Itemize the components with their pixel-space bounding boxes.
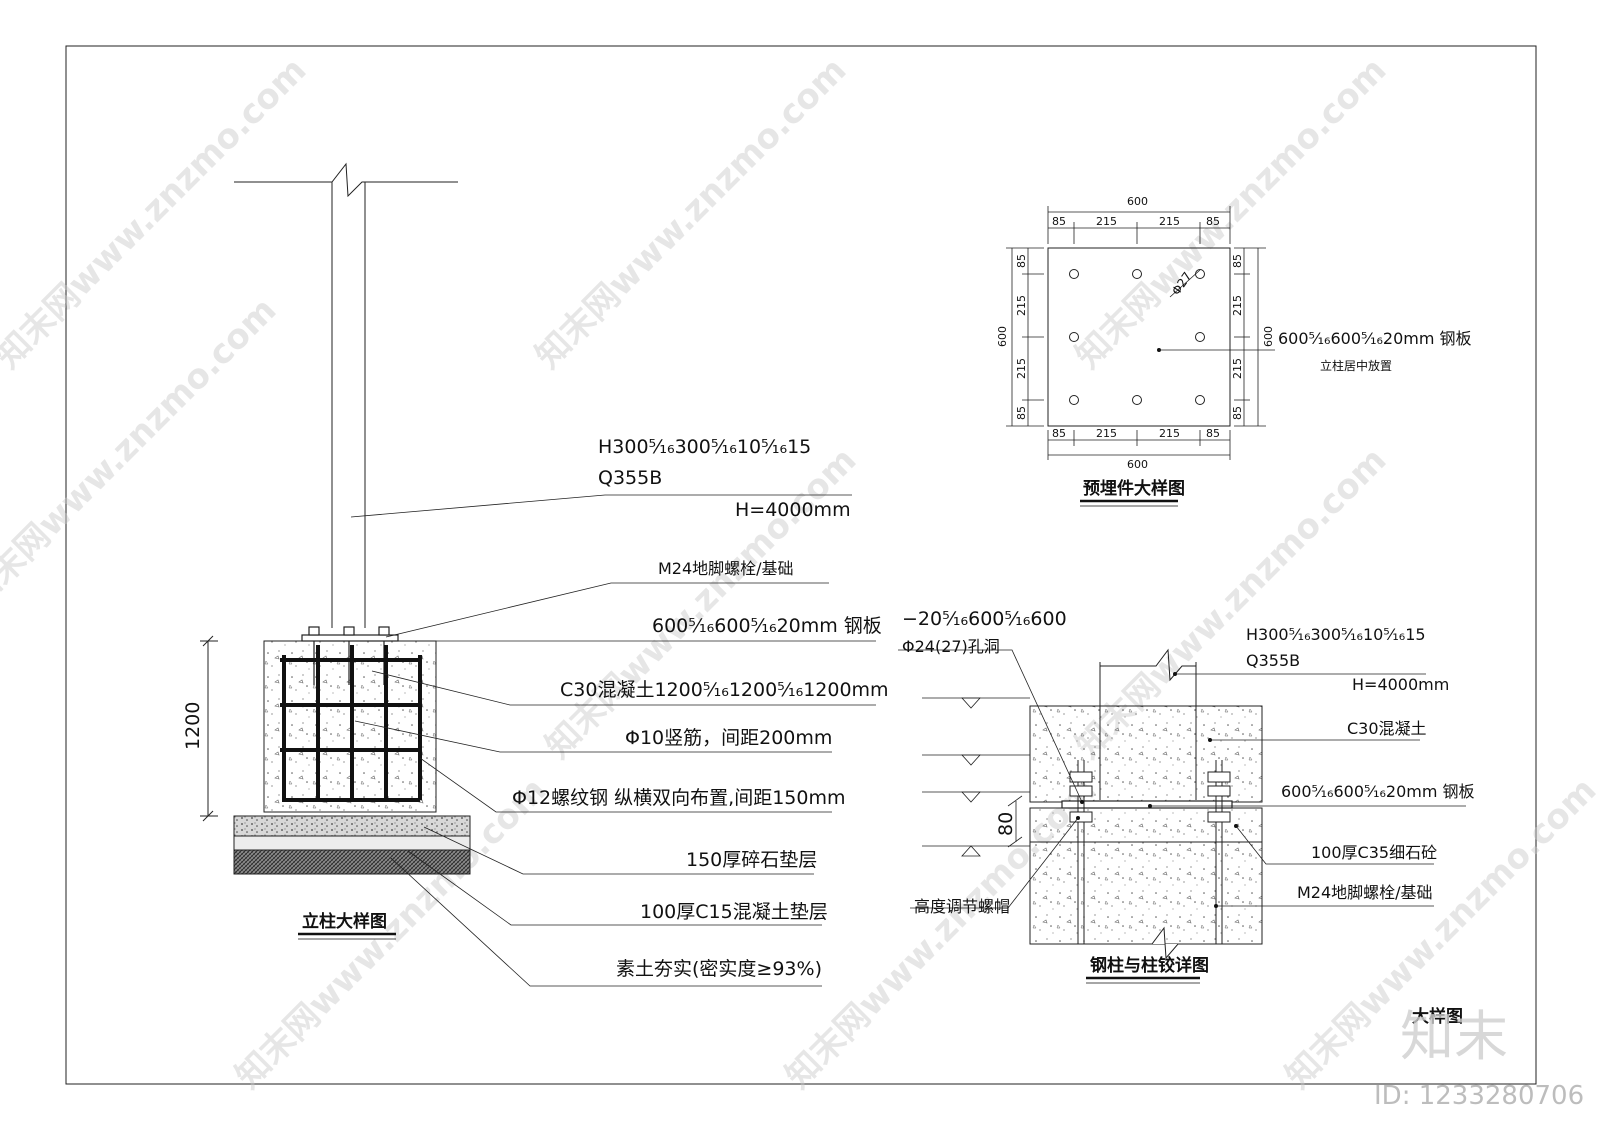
embed-bottom-seg-1: 85: [1052, 427, 1066, 440]
rebar-cage: [280, 645, 422, 802]
hinge-bottom-break: [1030, 926, 1262, 960]
hinge-anchor-bolt-label: M24地脚螺栓/基础: [1297, 883, 1433, 902]
height-dimension-label: 1200: [182, 702, 204, 750]
embed-dims-top: [1047, 206, 1231, 244]
hinge-plate-spec: −20⁵⁄₁₆600⁵⁄₁₆600: [902, 608, 1067, 630]
c15-layer: [233, 835, 471, 851]
watermark-5: 知末网www.znzmo.com: [538, 440, 864, 766]
embed-plate-label: 600⁵⁄₁₆600⁵⁄₁₆20mm 钢板: [1278, 329, 1472, 348]
embed-plate-outline: [1047, 247, 1231, 427]
sheet-title: 大样图: [1412, 1006, 1463, 1027]
embed-dims-right: [1234, 247, 1266, 427]
base-plate: [301, 634, 399, 642]
column-section-line1: H300⁵⁄₁₆300⁵⁄₁₆10⁵⁄₁₆15: [598, 436, 811, 458]
column-soil-label: 素土夯实(密实度≥93%): [616, 958, 822, 980]
column-detail: 1200 H300⁵⁄₁₆300⁵⁄₁₆10⁵⁄₁₆15 Q355B H=400…: [182, 162, 889, 987]
embed-top-seg-2: 215: [1096, 215, 1117, 228]
embed-right-seg-4: 85: [1231, 406, 1244, 420]
watermark-2: 知末网www.znzmo.com: [528, 50, 854, 376]
embed-right-seg-2: 215: [1231, 295, 1244, 316]
level-marks: [922, 697, 1030, 857]
hinge-break-line: [1100, 648, 1196, 682]
column-steel-plate-label: 600⁵⁄₁₆600⁵⁄₁₆20mm 钢板: [652, 615, 882, 637]
watermarks: 知末网www.znzmo.com 知末网www.znzmo.com 知末网www…: [0, 50, 1600, 1096]
hinge-hole-spec: Φ24(27)孔洞: [902, 637, 1000, 656]
embed-left-seg-1: 85: [1015, 254, 1028, 268]
embed-left-total: 600: [996, 326, 1009, 347]
hinge-80-dimension: [1007, 795, 1023, 848]
sheet-id: ID: 1233280706: [1374, 1081, 1584, 1111]
hinge-concrete-lower: [1029, 841, 1263, 945]
hinge-detail-title: 钢柱与柱铰详图: [1090, 955, 1209, 976]
hinge-detail: 80 −20⁵⁄₁₆600⁵⁄₁₆600 Φ24(27)孔洞 H300⁵⁄₁₆3…: [898, 608, 1475, 984]
soil-layer: [233, 849, 471, 875]
column-section-line3: H=4000mm: [735, 499, 851, 521]
hinge-fine-concrete-label: 100厚C35细石砼: [1311, 843, 1437, 862]
hinge-steel-plate-label: 600⁵⁄₁₆600⁵⁄₁₆20mm 钢板: [1281, 782, 1475, 801]
embed-bottom-seg-3: 215: [1159, 427, 1180, 440]
embed-top-seg-4: 85: [1206, 215, 1220, 228]
height-dimension: [200, 635, 218, 822]
hinge-concrete-label: C30混凝土: [1347, 719, 1427, 738]
embed-plate-note: 立柱居中放置: [1320, 358, 1392, 373]
hinge-section-line2: Q355B: [1246, 651, 1300, 670]
sheet-border: [65, 45, 1537, 1085]
embed-detail: Φ27 600⁵⁄₁₆600⁵⁄₁₆20mm 钢板 立柱居中放置 600 85 …: [996, 195, 1472, 507]
embed-left-seg-3: 215: [1015, 358, 1028, 379]
embed-bottom-seg-2: 215: [1096, 427, 1117, 440]
hinge-section-line1: H300⁵⁄₁₆300⁵⁄₁₆10⁵⁄₁₆15: [1246, 625, 1426, 644]
leader-lines: [350, 494, 876, 987]
break-line: [234, 162, 458, 198]
watermark-3: 知末网www.znzmo.com: [1068, 50, 1394, 376]
hinge-nut-label: 高度调节螺帽: [914, 897, 1010, 916]
embed-left-seg-2: 215: [1015, 295, 1028, 316]
hinge-plate: [1061, 800, 1233, 809]
bolt-holes: [1069, 269, 1205, 405]
column-vertical-rebar-label: Φ10竖筋，间距200mm: [625, 727, 832, 749]
column-gravel-label: 150厚碎石垫层: [686, 849, 817, 871]
gravel-layer: [233, 815, 471, 837]
column-rebar-mesh-label: Φ12螺纹钢 纵横双向布置,间距150mm: [512, 787, 846, 809]
embed-top-total: 600: [1127, 195, 1148, 208]
embed-detail-title: 预埋件大样图: [1083, 478, 1185, 499]
hinge-bolts: [1069, 760, 1231, 944]
column-section-line2: Q355B: [598, 467, 662, 489]
hinge-leaders: [898, 649, 1466, 909]
embed-top-seg-3: 215: [1159, 215, 1180, 228]
embed-left-seg-4: 85: [1015, 406, 1028, 420]
embed-right-seg-1: 85: [1231, 254, 1244, 268]
embed-top-seg-1: 85: [1052, 215, 1066, 228]
embed-bottom-total: 600: [1127, 458, 1148, 471]
hole-leader: [1169, 269, 1201, 298]
embed-bottom-seg-4: 85: [1206, 427, 1220, 440]
hinge-80-label: 80: [995, 812, 1017, 836]
column-anchor-bolt-label: M24地脚螺栓/基础: [658, 559, 794, 578]
embed-right-seg-3: 215: [1231, 358, 1244, 379]
embed-right-total: 600: [1262, 326, 1275, 347]
embed-dims-bottom: [1047, 430, 1231, 460]
sheet-logo: 知末: [1400, 1005, 1508, 1068]
hinge-section-line3: H=4000mm: [1352, 675, 1449, 694]
column-concrete-label: C30混凝土1200⁵⁄₁₆1200⁵⁄₁₆1200mm: [560, 679, 889, 701]
embed-dims-left: [1006, 247, 1044, 427]
column-c15-label: 100厚C15混凝土垫层: [640, 901, 828, 923]
column-detail-title: 立柱大样图: [302, 911, 387, 932]
